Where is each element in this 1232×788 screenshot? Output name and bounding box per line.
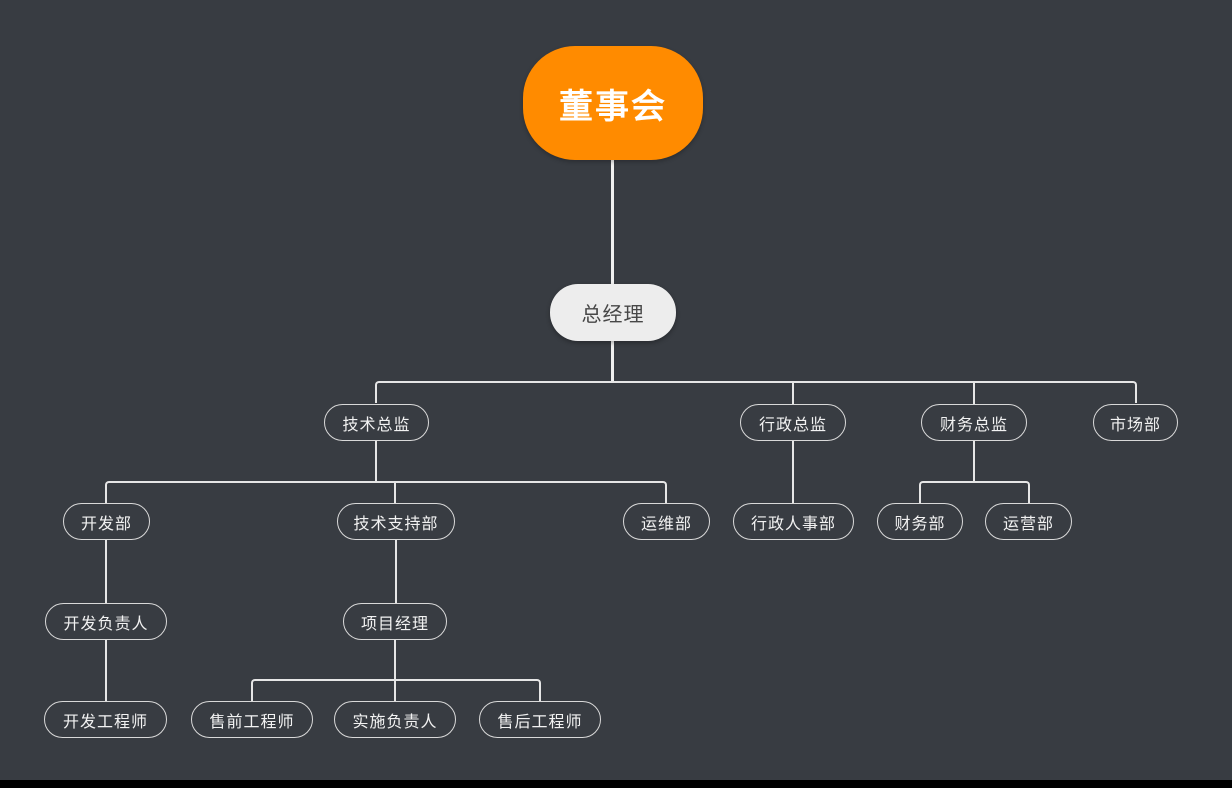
connector-drop-finance-director (973, 381, 975, 404)
node-market-dept[interactable]: 市场部 (1093, 404, 1178, 441)
connector-dev-lead-dev-engineer (105, 640, 107, 701)
node-finance-director[interactable]: 财务总监 (921, 404, 1027, 441)
connector-bus-tech-children (105, 481, 667, 503)
node-project-manager[interactable]: 项目经理 (343, 603, 447, 640)
connector-dev-dept-dev-lead (105, 540, 107, 603)
connector-tech-director-trunk (375, 441, 377, 481)
connector-bus-pm-children (251, 679, 541, 701)
node-tech-director[interactable]: 技术总监 (324, 404, 429, 441)
connector-drop-impl-lead (394, 679, 396, 701)
connector-project-manager-trunk (394, 640, 396, 679)
node-aftersales-engineer[interactable]: 售后工程师 (479, 701, 601, 738)
node-dev-dept[interactable]: 开发部 (63, 503, 150, 540)
connector-finance-director-trunk (973, 441, 975, 481)
node-impl-lead[interactable]: 实施负责人 (334, 701, 456, 738)
connector-bus-finance-children (919, 481, 1030, 503)
node-ops-dept[interactable]: 运维部 (623, 503, 710, 540)
connector-support-project-manager (395, 540, 397, 603)
connector-admin-director-admin-hr (792, 441, 794, 503)
connector-bus-level3 (375, 381, 1137, 403)
node-operation-dept[interactable]: 运营部 (985, 503, 1072, 540)
node-finance-dept[interactable]: 财务部 (877, 503, 963, 540)
node-admin-director[interactable]: 行政总监 (740, 404, 846, 441)
node-admin-hr-dept[interactable]: 行政人事部 (733, 503, 854, 540)
node-dev-engineer[interactable]: 开发工程师 (44, 701, 167, 738)
node-tech-support-dept[interactable]: 技术支持部 (337, 503, 455, 540)
node-presales-engineer[interactable]: 售前工程师 (191, 701, 313, 738)
node-board-of-directors[interactable]: 董事会 (523, 46, 703, 160)
connector-board-gm (611, 160, 614, 284)
node-general-manager[interactable]: 总经理 (550, 284, 676, 341)
connector-drop-admin-director (792, 381, 794, 404)
connector-gm-trunk (611, 341, 614, 381)
connector-drop-tech-support-dept (394, 481, 396, 503)
bottom-black-bar (0, 780, 1232, 788)
node-dev-lead[interactable]: 开发负责人 (45, 603, 167, 640)
